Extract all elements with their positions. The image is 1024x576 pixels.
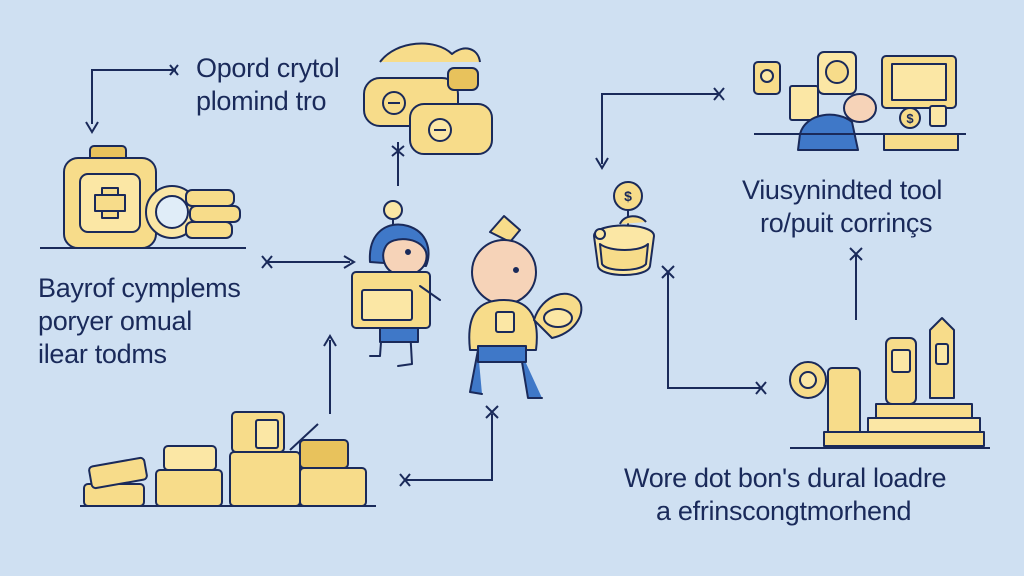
label-left: Bayrof cymplems poryer omual ilear todms (38, 272, 241, 371)
connector-right-vertical (849, 247, 863, 320)
coin-pot-icon (593, 181, 655, 276)
connector-bottom-left (323, 334, 337, 414)
connector-top-center (391, 142, 405, 186)
connector-left-middle (261, 255, 356, 269)
connector-top-left (85, 64, 179, 134)
label-bottom-line-1: Wore dot bon's dural loadre (624, 463, 947, 493)
connector-bottom-center (399, 405, 499, 487)
coin-symbol-top-right: $ (906, 111, 914, 126)
label-bottom: Wore dot bon's dural loadre a efrinscong… (624, 462, 947, 528)
connector-bottom-right (661, 265, 767, 395)
label-top-line-2: plomind tro (196, 86, 327, 116)
connector-top-right (595, 87, 725, 170)
coin-symbol-center-right: $ (624, 188, 632, 204)
label-right: Viusynindted tool ro/puit corrinçs (742, 174, 942, 240)
label-left-line-2: poryer omual (38, 306, 192, 336)
person-walking (468, 215, 583, 399)
label-right-line-2: ro/puit corrinçs (760, 208, 933, 238)
package-pile-icon (80, 411, 376, 507)
machinery-icon (789, 317, 990, 449)
label-top: Opord crytol plomind tro (196, 52, 340, 118)
label-top-line-1: Opord crytol (196, 53, 340, 83)
medical-case-icon (40, 145, 246, 249)
label-right-line-1: Viusynindted tool (742, 175, 943, 205)
person-with-document (351, 200, 441, 367)
label-bottom-line-2: a efrinscongtmorhend (656, 496, 912, 526)
label-left-line-3: ilear todms (38, 339, 167, 369)
label-left-line-1: Bayrof cymplems (38, 273, 241, 303)
office-desk-icon (753, 51, 966, 151)
wallet-coin-icon (363, 42, 493, 155)
